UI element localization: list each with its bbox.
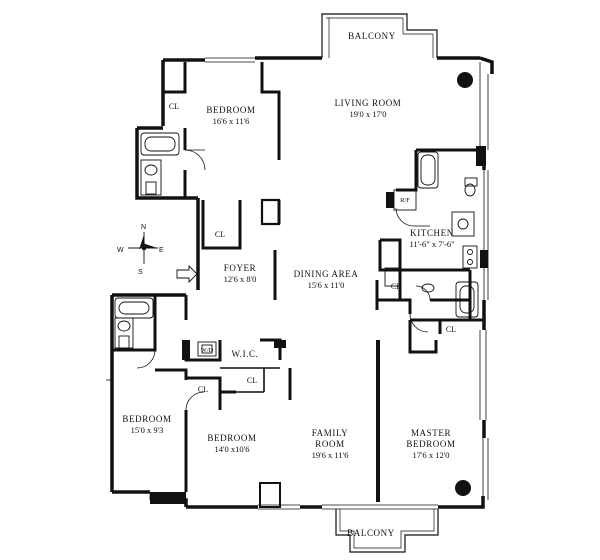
- compass-n: N: [141, 224, 146, 231]
- refrigerator-label: R/F: [400, 195, 410, 206]
- living-room-dim: 19'0 x 17'0: [349, 109, 387, 119]
- bedroom-3-label: BEDROOM 14'0 x10'6: [207, 433, 256, 455]
- kitchen-dim: 11'-6" x 7'-6": [409, 239, 455, 249]
- balcony-bottom-name: BALCONY: [347, 528, 395, 538]
- foyer-label: FOYER 12'6 x 8'0: [224, 263, 257, 285]
- kitchen-label: KITCHEN 11'-6" x 7'-6": [409, 228, 454, 250]
- bedroom-2-label: BEDROOM 15'0 x 9'3: [122, 414, 171, 436]
- closet-foyer-text: CL: [214, 230, 226, 239]
- closet-master-text: CL: [445, 325, 457, 334]
- master-bedroom-name: MASTER: [410, 428, 452, 438]
- bedroom-1-name: BEDROOM: [206, 105, 256, 115]
- family-room-name2: ROOM: [315, 439, 345, 449]
- bath-fixtures: [114, 132, 479, 349]
- master-bedroom-label: MASTER BEDROOM 17'6 x 12'0: [406, 428, 455, 461]
- foyer-name: FOYER: [223, 263, 257, 273]
- closet-foyer-label: CL: [215, 229, 225, 240]
- closet-bedroom2-text: CL: [197, 385, 209, 394]
- compass-w: W: [117, 247, 124, 254]
- bedroom-1-label: BEDROOM 16'6 x 11'6: [206, 105, 255, 127]
- master-bedroom-dim: 17'6 x 12'0: [412, 450, 450, 460]
- family-room-label: FAMILY ROOM 19'6 x 11'6: [312, 428, 349, 461]
- bedroom-2-name: BEDROOM: [122, 414, 172, 424]
- foyer-dim: 12'6 x 8'0: [223, 274, 257, 284]
- windows: [106, 57, 489, 510]
- wic-label: W.I.C.: [231, 349, 258, 360]
- bedroom-2-dim: 15'0 x 9'3: [130, 425, 164, 435]
- closet-bedroom1-label: CL: [169, 101, 179, 112]
- bedroom-1-dim: 16'6 x 11'6: [212, 116, 250, 126]
- compass-e: E: [159, 247, 164, 254]
- washer-dryer-label: W/D: [201, 345, 214, 356]
- closet-bedroom2-label: CL: [198, 384, 208, 395]
- balcony-bottom-label: BALCONY: [347, 528, 395, 539]
- family-room-name: FAMILY: [311, 428, 349, 438]
- refrigerator-text: R/F: [400, 197, 410, 204]
- kitchen-fixtures: [197, 189, 478, 357]
- balcony-top-name: BALCONY: [348, 31, 396, 41]
- closet-wic-text: CL: [246, 376, 258, 385]
- family-room-dim: 19'6 x 11'6: [311, 450, 349, 460]
- dining-area-dim: 15'6 x 11'0: [307, 280, 345, 290]
- kitchen-name: KITCHEN: [410, 228, 454, 238]
- balcony-top-label: BALCONY: [348, 31, 396, 42]
- balcony-top-outline: [321, 13, 438, 58]
- closet-bedroom1-text: CL: [168, 102, 180, 111]
- closet-master-label: CL: [446, 324, 456, 335]
- bedroom-3-name: BEDROOM: [207, 433, 257, 443]
- bedroom-3-dim: 14'0 x10'6: [214, 444, 250, 454]
- closet-kitchen-text: CL: [390, 282, 402, 291]
- compass-s: S: [138, 269, 143, 276]
- entry-arrow-icon: [176, 264, 198, 284]
- dining-area-label: DINING AREA 15'6 x 11'0: [294, 269, 359, 291]
- balcony-bottom-outline: [335, 509, 439, 553]
- living-room-label: LIVING ROOM 19'0 x 17'0: [335, 98, 402, 120]
- wic-name: W.I.C.: [231, 349, 259, 359]
- living-room-name: LIVING ROOM: [334, 98, 402, 108]
- closet-kitchen-label: CL: [391, 281, 401, 292]
- closet-wic-label: CL: [247, 375, 257, 386]
- washer-dryer-text: W/D: [200, 347, 214, 354]
- compass-icon: [128, 232, 158, 264]
- master-bedroom-name2: BEDROOM: [406, 439, 456, 449]
- dining-area-name: DINING AREA: [293, 269, 359, 279]
- structural-columns: [150, 72, 488, 504]
